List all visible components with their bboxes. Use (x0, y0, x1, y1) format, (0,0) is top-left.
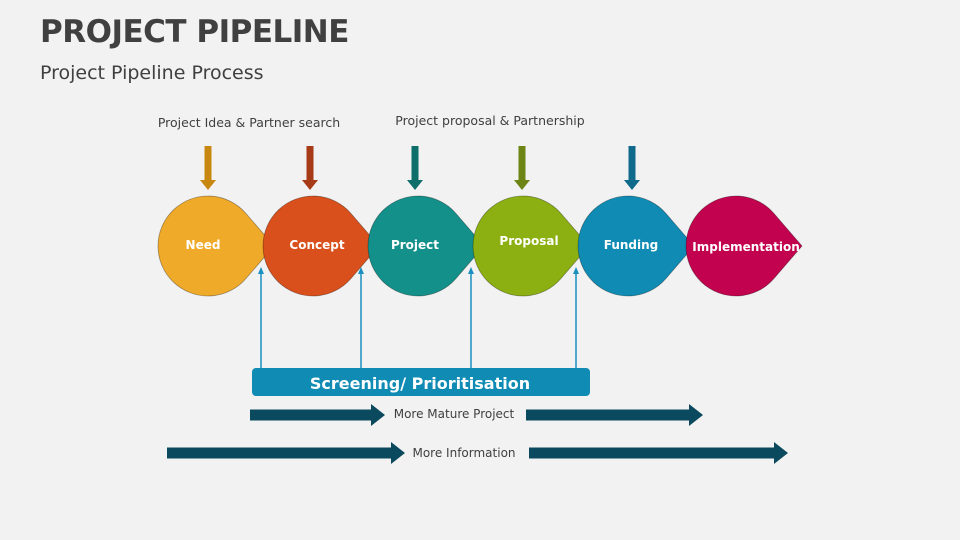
flow-label-information: More Information (412, 446, 515, 460)
stage-shape-proposal (472, 195, 590, 297)
stage-label-need: Need (186, 238, 221, 252)
down-arrow-concept (302, 146, 318, 190)
stage-shape-project (367, 195, 485, 297)
page-title: PROJECT PIPELINE (40, 14, 349, 50)
screening-box (252, 368, 590, 396)
connector-arrowhead (468, 267, 474, 274)
stage-shape-implementation (685, 195, 803, 297)
stage-label-project: Project (391, 238, 439, 252)
stage-label-implementation: Implementation (692, 240, 799, 254)
flow-arrows (167, 404, 788, 464)
stage-shape-concept (262, 195, 380, 297)
connector-arrowhead (573, 267, 579, 274)
flow-arrow-mature-right (526, 404, 703, 426)
flow-arrow-information-right (529, 442, 788, 464)
stage-shape-need (157, 195, 275, 297)
connector-arrowhead (258, 267, 264, 274)
stage-shapes (157, 195, 803, 297)
down-arrow-need (200, 146, 216, 190)
screening-label: Screening/ Prioritisation (310, 374, 530, 393)
top-label-idea: Project Idea & Partner search (158, 115, 340, 130)
down-arrows (200, 146, 640, 190)
connector-lines (258, 267, 579, 368)
connector-arrowhead (358, 267, 364, 274)
page-subtitle: Project Pipeline Process (40, 62, 264, 84)
top-label-proposal: Project proposal & Partnership (395, 113, 584, 128)
stage-label-funding: Funding (604, 238, 659, 252)
down-arrow-proposal (514, 146, 530, 190)
flow-label-mature: More Mature Project (394, 407, 515, 421)
stage-label-concept: Concept (289, 238, 344, 252)
flow-arrow-mature-left (250, 404, 385, 426)
down-arrow-funding (624, 146, 640, 190)
stage-shape-funding (577, 195, 695, 297)
flow-arrow-information-left (167, 442, 405, 464)
stage-label-proposal: Proposal (499, 234, 558, 248)
down-arrow-project (407, 146, 423, 190)
